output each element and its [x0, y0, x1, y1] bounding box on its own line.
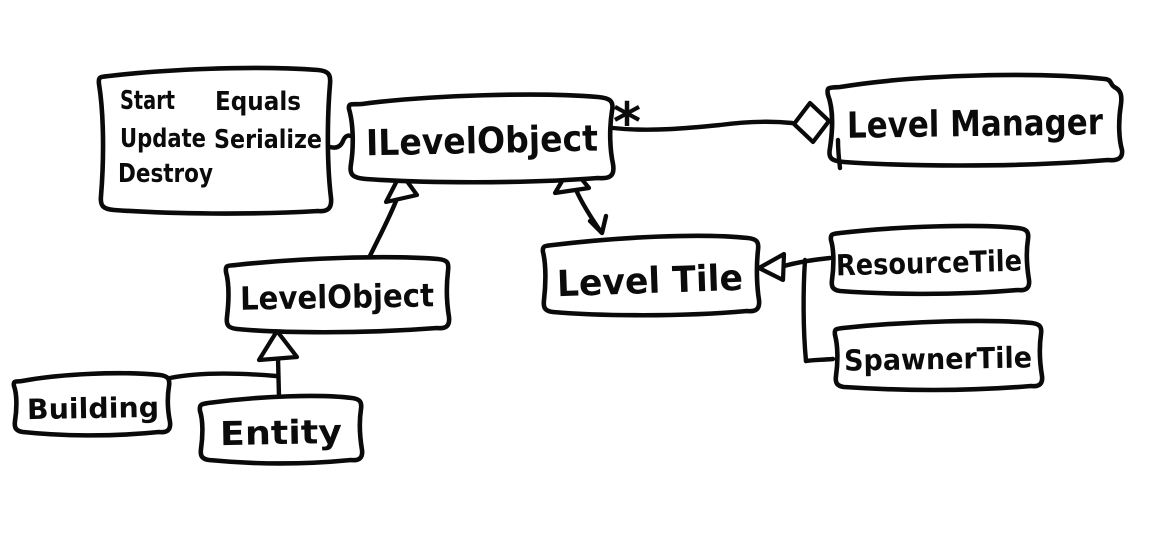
arrow-tip-icon: [587, 213, 609, 236]
edge-aggregation-ilevelobject-levelmanager: [610, 100, 832, 145]
aggregation-diamond-icon: [791, 100, 832, 145]
entity-label: Entity: [220, 412, 343, 453]
edge-levelobject-to-ilevelobject: [365, 170, 420, 263]
node-levelmanager: Level Manager: [825, 72, 1125, 171]
levelmanager-label: Level Manager: [847, 102, 1104, 147]
ilevelobject-box-outline: [346, 92, 616, 185]
edge-building-entity-to-levelobject: [167, 328, 300, 400]
inheritance-branch-vertical: [801, 257, 809, 364]
resourcetile-box-outline: [828, 223, 1032, 297]
note-connector-line: [327, 133, 356, 150]
node-resourcetile: ResourceTile: [828, 223, 1032, 297]
levelobject-label: LevelObject: [240, 276, 435, 317]
method-label-serialize: Serialize: [214, 125, 322, 155]
inheritance-line-entity: [275, 355, 282, 400]
method-label-start: Start: [120, 86, 175, 116]
levelmanager-left-stroke: [835, 137, 843, 171]
inheritance-line: [365, 198, 399, 263]
resourcetile-label: ResourceTile: [836, 244, 1023, 283]
node-spawnertile: SpawnerTile: [832, 318, 1045, 393]
levelmanager-box-outline: [825, 72, 1125, 168]
node-entity: Entity: [197, 393, 365, 466]
node-building: Building: [11, 370, 173, 438]
method-label-equals: Equals: [215, 87, 301, 117]
edge-methods-to-ilevelobject: [327, 133, 356, 150]
multiplicity-star-label: *: [613, 91, 641, 154]
spawnertile-label: SpawnerTile: [844, 340, 1033, 377]
inheritance-triangle-icon: [756, 251, 787, 283]
inheritance-line-building: [167, 371, 279, 381]
aggregation-line: [610, 119, 795, 132]
ilevelobject-label: ILevelObject: [366, 119, 599, 165]
leveltile-box-outline: [540, 233, 762, 318]
method-label-update: Update: [120, 124, 206, 154]
building-label: Building: [27, 391, 160, 426]
edge-resourcetile-spawnertile-to-leveltile: [756, 251, 836, 364]
node-ilevelobject: ILevelObject *: [346, 91, 641, 185]
spawnertile-box-outline: [832, 318, 1045, 393]
methods-box-outline: [96, 65, 334, 216]
levelobject-box-outline: [223, 254, 452, 335]
inheritance-triangle-icon: [256, 328, 300, 363]
leveltile-label: Level Tile: [556, 258, 743, 305]
node-levelobject: LevelObject: [223, 254, 452, 335]
method-label-destroy: Destroy: [118, 159, 213, 189]
building-box-outline: [11, 370, 173, 438]
inheritance-line-spawner: [803, 356, 836, 364]
inheritance-triangle-icon: [383, 170, 420, 205]
entity-box-outline: [197, 393, 365, 466]
node-leveltile: Level Tile: [540, 233, 762, 318]
node-interface-methods: Start Equals Update Serialize Destroy: [96, 65, 334, 216]
